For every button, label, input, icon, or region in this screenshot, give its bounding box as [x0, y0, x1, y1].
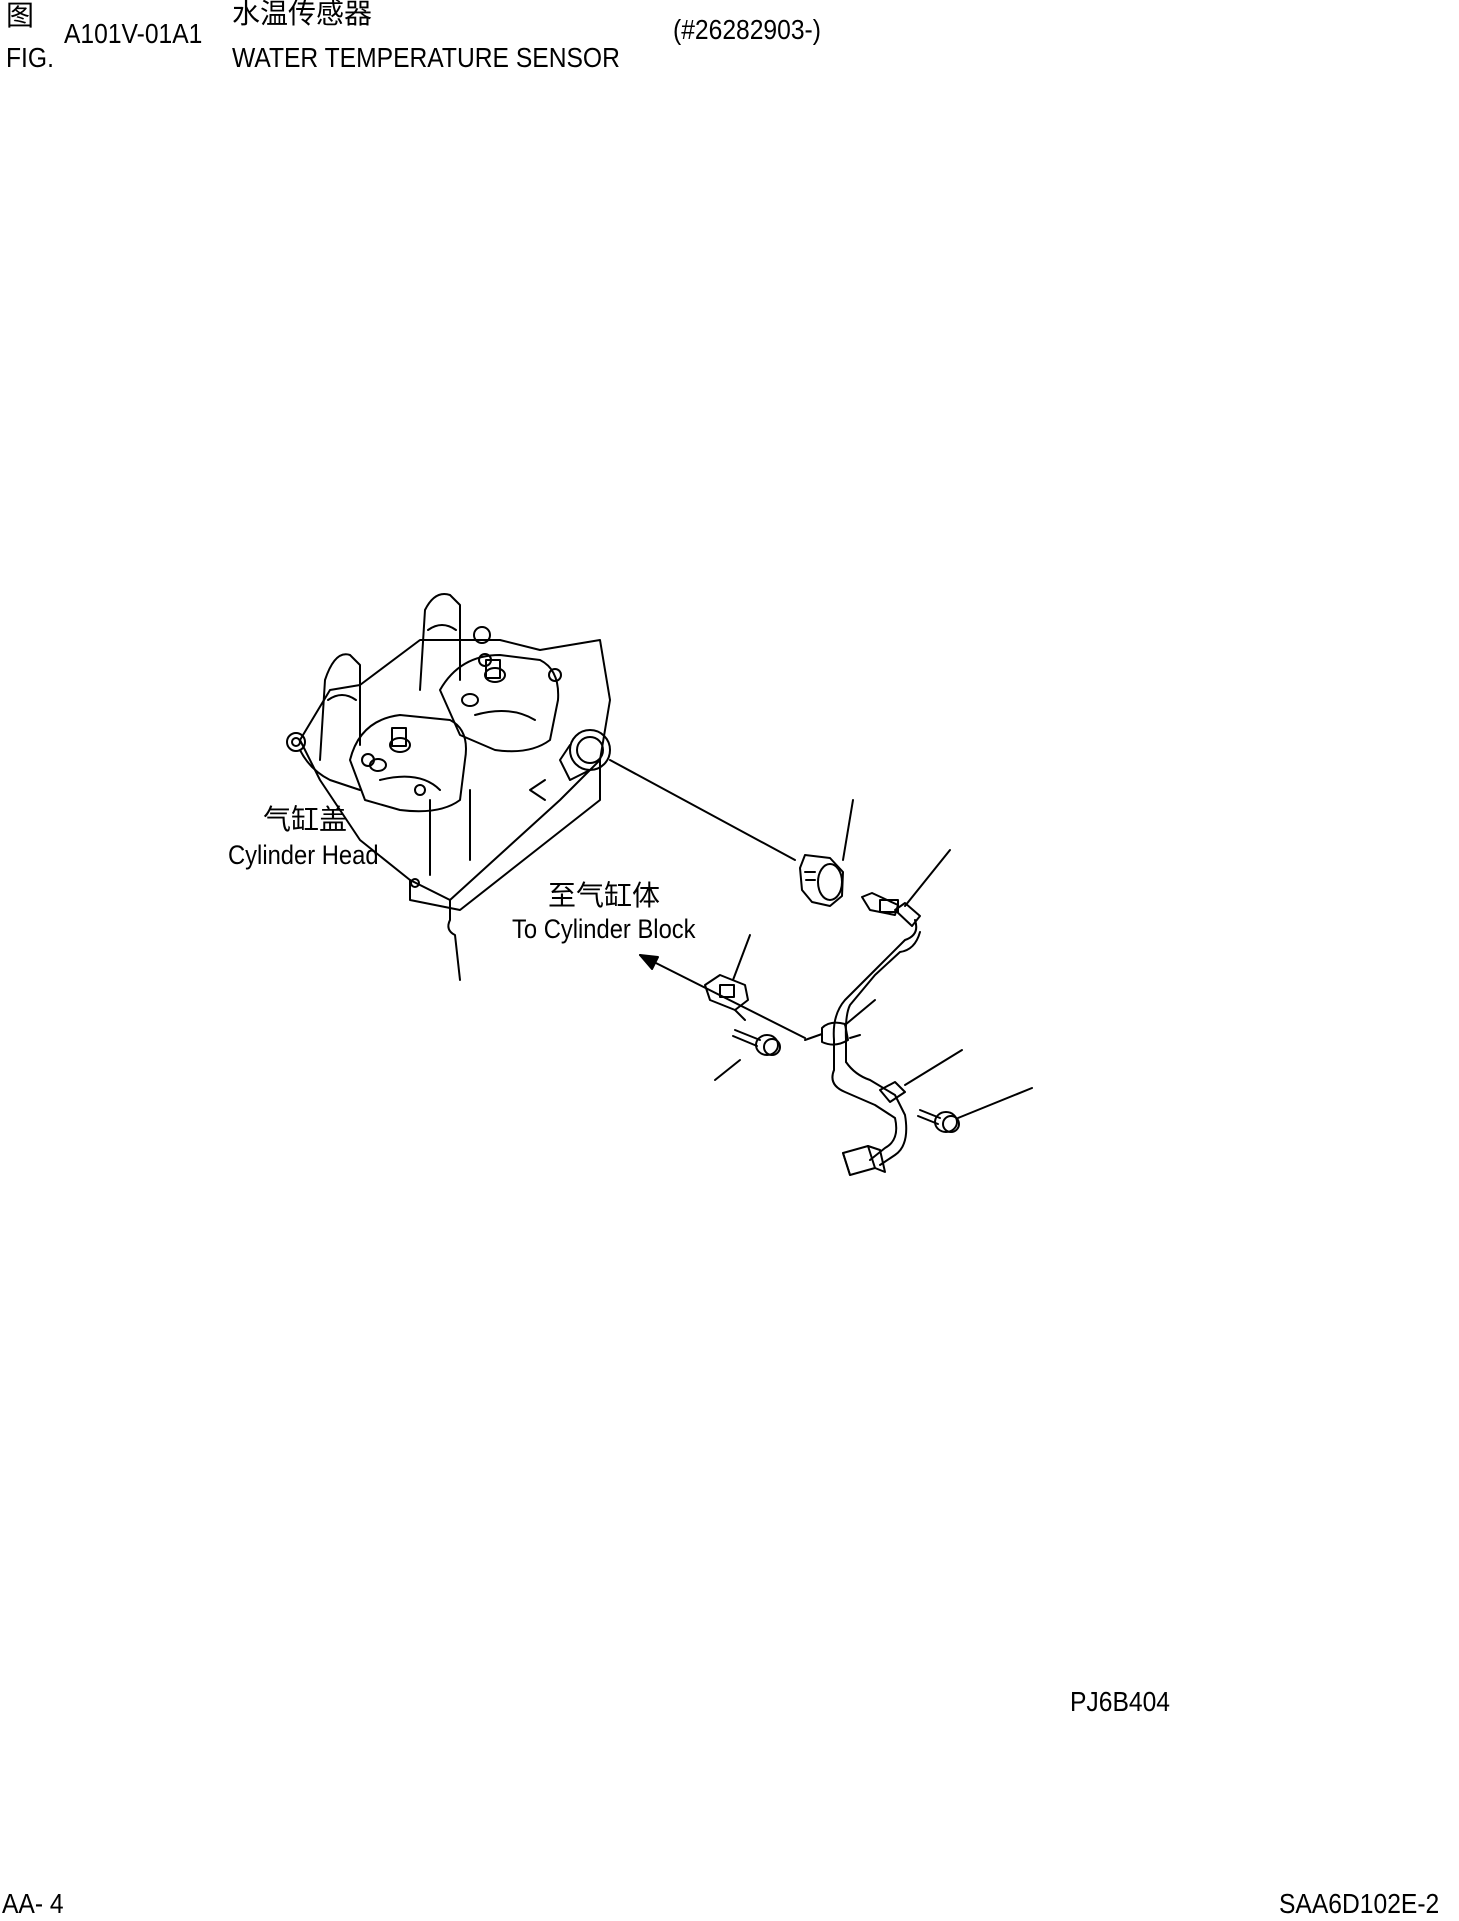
serial-range: (#26282903-) [673, 14, 821, 45]
model-code: SAA6D102E-2 [1279, 1888, 1440, 1919]
to-block-arrow [640, 955, 805, 1038]
cylinder-head-drawing [287, 594, 610, 980]
figure-number: A101V-01A1 [64, 18, 203, 49]
fig-label-cn: 图 [6, 0, 35, 32]
to-block-label-cn: 至气缸体 [548, 879, 661, 912]
plug-part [800, 800, 853, 906]
bolt-right-part [918, 1088, 1032, 1132]
cylinder-head-label: Cylinder Head [228, 840, 379, 870]
page-title: WATER TEMPERATURE SENSOR [232, 42, 620, 73]
clip-part [705, 935, 750, 1020]
page-number: AA- 4 [2, 1888, 64, 1919]
bolt-left-part [715, 1030, 780, 1080]
plug-leader-line [610, 760, 795, 860]
drawing-number: PJ6B404 [1070, 1686, 1171, 1717]
fig-label: FIG. [6, 42, 54, 73]
page-title-cn: 水温传感器 [232, 0, 373, 30]
to-block-label: To Cylinder Block [512, 914, 696, 944]
water-temperature-sensor-part [805, 850, 962, 1175]
cylinder-head-label-cn: 气缸盖 [263, 803, 348, 836]
